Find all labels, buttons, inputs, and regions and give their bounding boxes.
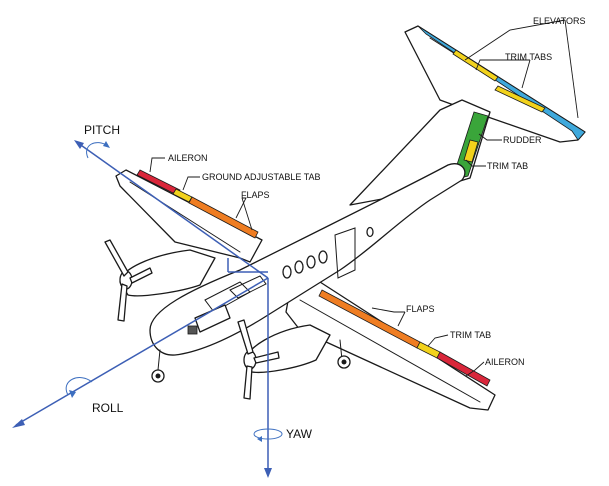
pitch-rotation-icon (86, 141, 110, 159)
label-ground-adjustable-tab: GROUND ADJUSTABLE TAB (202, 172, 321, 182)
left-flaps (188, 196, 259, 239)
label-pitch: PITCH (84, 123, 120, 137)
label-trim-tab-tail: TRIM TAB (487, 161, 528, 171)
right-wing (285, 281, 496, 411)
left-propeller (104, 239, 153, 322)
left-ground-adjustable-tab (172, 188, 193, 203)
nose-gear (151, 349, 165, 383)
elevator-trim-tab-lower (494, 85, 546, 113)
right-propeller (237, 319, 280, 400)
label-roll: ROLL (92, 401, 124, 415)
right-engine-nacelle (243, 324, 331, 374)
yaw-rotation-icon (253, 428, 283, 442)
label-trim-tab-wing: TRIM TAB (450, 330, 491, 340)
label-elevators: ELEVATORS (533, 16, 586, 26)
label-trim-tabs: TRIM TABS (505, 52, 552, 62)
label-rudder: RUDDER (503, 135, 542, 145)
rudder-trim-tab (463, 139, 479, 163)
label-yaw: YAW (286, 427, 313, 441)
main-gear-right (337, 339, 351, 369)
roll-rotation-icon (65, 377, 93, 398)
left-wing (115, 169, 263, 263)
label-aileron-right: AILERON (485, 357, 525, 367)
axis-lines (12, 140, 272, 478)
elevator-trim-tab-upper (452, 49, 499, 82)
label-flaps-left: FLAPS (241, 190, 270, 200)
label-flaps-right: FLAPS (406, 304, 435, 314)
label-aileron-left: AILERON (168, 153, 208, 163)
cabin-windows (282, 226, 374, 279)
leader-lines (149, 19, 579, 377)
